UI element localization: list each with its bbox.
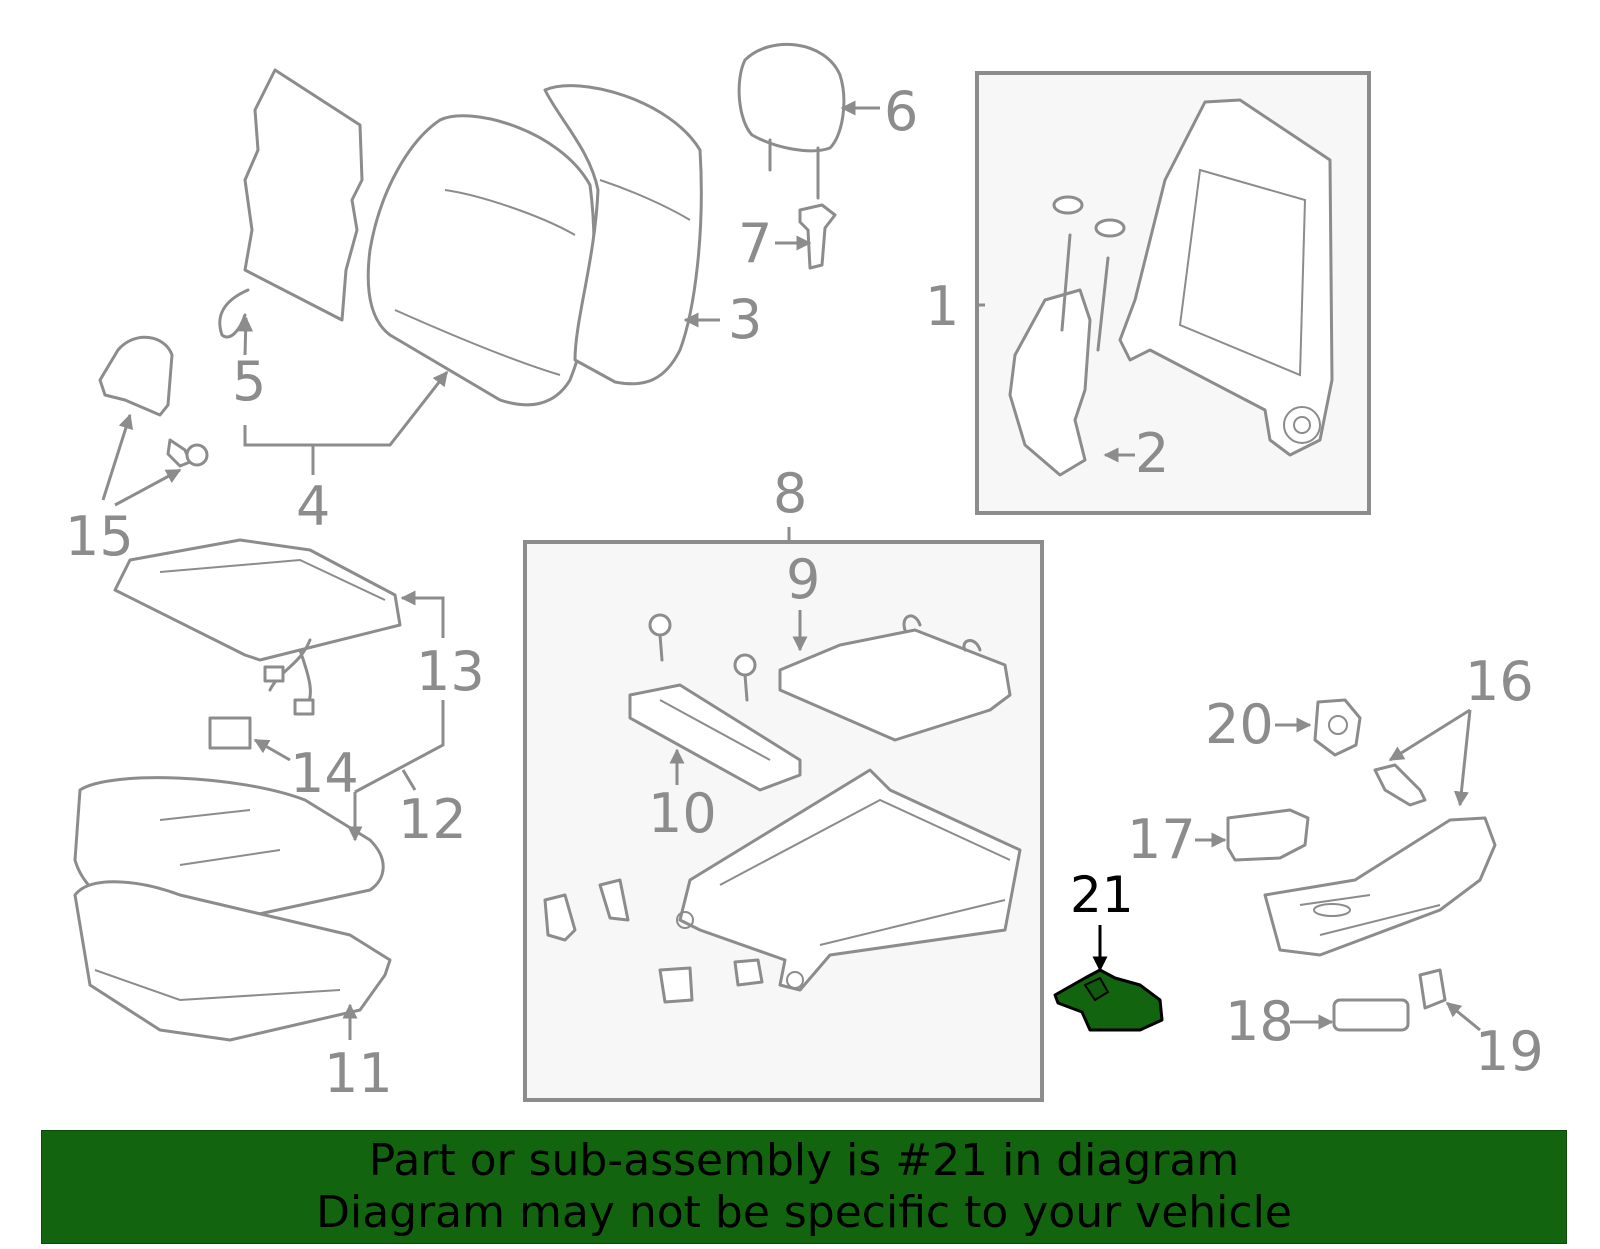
headrest-part: [737, 42, 846, 200]
callout-7: 7: [738, 212, 772, 275]
callout-11: 11: [324, 1042, 393, 1105]
banner-line-part-number: Part or sub-assembly is #21 in diagram: [368, 1135, 1240, 1186]
callout-15: 15: [65, 505, 134, 568]
callout-19: 19: [1475, 1020, 1544, 1083]
callout-20: 20: [1205, 693, 1274, 756]
callout-6: 6: [884, 80, 918, 143]
seatback-heater-part: [218, 68, 364, 339]
seatback-frame-part: [1118, 98, 1334, 457]
leader-lines: [101, 100, 1481, 1040]
callout-8: 8: [773, 462, 807, 525]
info-banner: Part or sub-assembly is #21 in diagram D…: [41, 1130, 1567, 1244]
callout-21: 21: [1070, 866, 1134, 924]
callout-3: 3: [728, 288, 762, 351]
seat-pan-part: [778, 614, 1012, 742]
recliner-cover-part: [98, 335, 209, 468]
knob-trim-part: [1418, 968, 1447, 1010]
callout-9: 9: [786, 548, 820, 611]
seatback-cover-part: [366, 114, 596, 407]
switch-knob-part: [1313, 698, 1362, 757]
callout-1: 1: [925, 275, 959, 338]
callout-2: 2: [1135, 422, 1169, 485]
banner-line-disclaimer: Diagram may not be specific to your vehi…: [316, 1187, 1292, 1238]
recliner-part: [1008, 195, 1126, 477]
recliner-knob-part: [1332, 998, 1410, 1032]
callout-10: 10: [648, 782, 717, 845]
callout-4: 4: [296, 475, 330, 538]
callout-18: 18: [1225, 990, 1294, 1053]
callout-16: 16: [1465, 650, 1534, 713]
callout-14: 14: [290, 742, 359, 805]
side-shield-part: [1263, 763, 1497, 957]
cushion-heater-part: [113, 538, 402, 716]
callout-17: 17: [1127, 808, 1196, 871]
rail-cover-part: [628, 613, 802, 792]
seat-adjuster-part: [543, 768, 1022, 1004]
connector-part: [208, 716, 252, 750]
callout-5: 5: [232, 350, 266, 413]
power-seat-switch-part: [1226, 808, 1310, 862]
headrest-guide-part: [798, 203, 837, 270]
callout-12: 12: [398, 788, 467, 851]
parts-diagram: 1 2 3 4 5 6 7 8 9 10 11 12 13 14 15 16 1…: [65, 42, 1544, 1105]
cushion-pad-part: [73, 880, 392, 1042]
seatback-pad-part: [543, 84, 703, 386]
callout-13: 13: [416, 640, 485, 703]
highlighted-part-21: [1053, 968, 1164, 1032]
adjuster-group-box: [523, 540, 1044, 1102]
